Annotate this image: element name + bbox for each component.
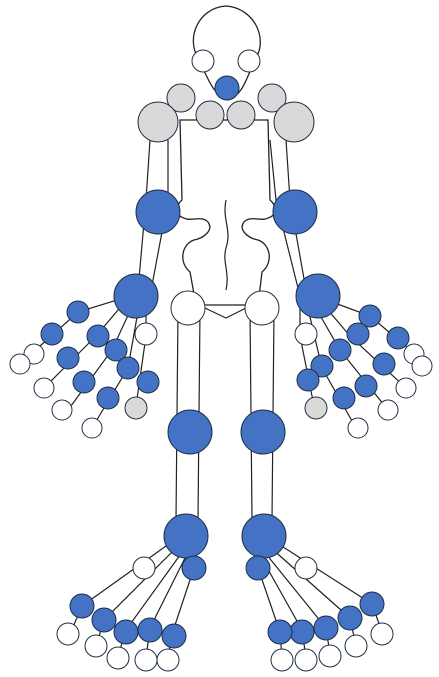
left-toe-5 [162,624,186,648]
right-index-1 [387,327,409,349]
left-index-2 [87,325,109,347]
left-chest-joint [196,101,224,129]
right-knee-joint [241,410,285,454]
right-toe-3-tip [319,645,341,667]
left-ankle-joint [164,514,208,558]
right-toe-1-tip [371,623,393,645]
left-toe-5-tip [157,649,179,671]
left-toe-4-tip [135,649,157,671]
left-ring-2 [73,371,95,393]
left-heel-joint [182,556,206,580]
right-foot-side-joint [295,557,317,579]
right-toe-4-tip [295,649,317,671]
left-toe-3-tip [107,647,129,669]
left-toe-3 [114,620,138,644]
right-middle-2 [373,353,395,375]
left-thumb-2 [135,323,157,345]
right-pinky-tip [305,397,327,419]
right-toe-4 [290,620,314,644]
right-pinky-1 [297,369,319,391]
left-toe-2-tip [85,635,107,657]
head-right-eye-joint [238,50,260,72]
left-middle-tip [34,378,54,398]
left-knee-joint [168,410,212,454]
left-wrist-joint [114,274,158,318]
left-ring-1 [117,357,139,379]
left-hip-joint [171,291,205,325]
left-toe-1 [70,594,94,618]
right-pinky-2 [333,387,355,409]
right-ring-2 [355,375,377,397]
right-toe-2 [338,606,362,630]
right-middle-tip [396,378,416,398]
right-elbow-joint [273,190,317,234]
right-toe-1 [360,592,384,616]
left-toe-1-tip [57,623,79,645]
right-index-2 [347,323,369,345]
left-thumb-1 [67,301,89,323]
right-ring-tip [378,400,398,420]
left-pinky-1 [137,371,159,393]
left-pinky-end [82,418,102,438]
left-middle-2 [57,347,79,369]
left-index-1 [41,323,63,345]
right-shoulder-joint [274,102,314,142]
right-hip-joint [245,291,279,325]
right-thumb-2 [295,323,317,345]
right-ankle-joint [242,514,286,558]
right-toe-5 [268,620,292,644]
left-toe-4 [138,618,162,642]
left-index-end [10,354,30,374]
right-toe-5-tip [271,649,293,671]
right-chest-joint [227,101,255,129]
left-foot-side-joint [133,557,155,579]
right-toe-2-tip [345,635,367,657]
right-pinky-end [348,418,368,438]
chin-joint [215,76,239,100]
right-heel-joint [246,556,270,580]
left-shoulder-joint [138,102,178,142]
right-toe-3 [314,616,338,640]
left-pinky-tip [125,397,147,419]
torso-outline [177,120,275,305]
head-left-eye-joint [192,50,214,72]
left-pinky-2 [97,387,119,409]
left-elbow-joint [136,190,180,234]
right-wrist-joint [296,274,340,318]
left-ring-tip [52,400,72,420]
right-index-end [412,356,432,376]
right-middle-1 [329,339,351,361]
left-toe-2 [92,608,116,632]
